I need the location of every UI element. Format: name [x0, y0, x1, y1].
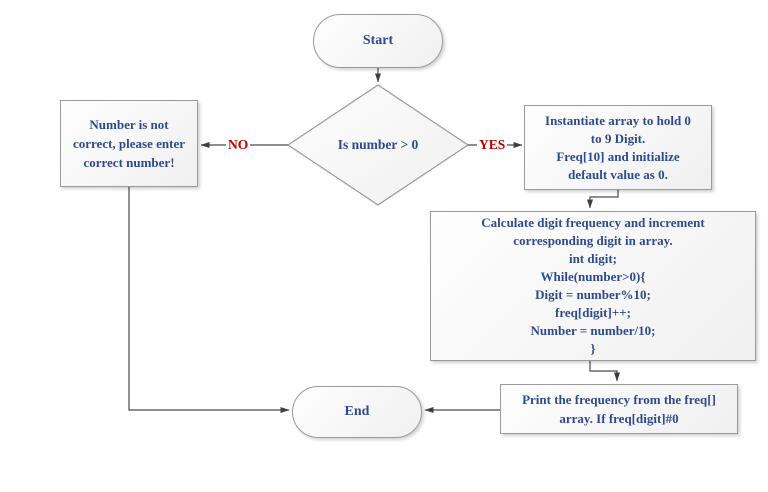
calc-frequency-node-text-line: While(number>0){	[540, 269, 646, 284]
end-node: End	[292, 386, 422, 438]
calc-frequency-node-text-line: corresponding digit in array.	[513, 233, 673, 248]
end-node-label: End	[344, 404, 370, 419]
error-node-text-line: correct, please enter	[72, 136, 185, 151]
init-array-node-text-line: to 9 Digit.	[590, 130, 646, 146]
print-frequency-node: Print the frequency from the freq[] arra…	[500, 384, 738, 434]
calc-frequency-node-text-line: int digit;	[568, 251, 618, 266]
calc-frequency-node-text-line: Digit = number%10;	[535, 287, 651, 302]
start-node: Start	[313, 14, 443, 68]
init-array-node-text-line: default value as 0.	[568, 166, 668, 182]
calc-frequency-node-text-line: }	[590, 341, 596, 356]
calc-frequency-node-text-line: Calculate digit frequency and increment	[481, 215, 705, 230]
connector-calc-to-print	[589, 361, 620, 382]
connector-error-to-end	[128, 187, 290, 413]
error-node-text-line: correct number!	[83, 155, 175, 170]
print-frequency-node-text-line: array. If freq[digit]#0	[559, 411, 679, 426]
yes-branch-label: YES	[477, 137, 508, 152]
print-frequency-node-text-line: Print the frequency from the freq[]	[522, 392, 716, 407]
calc-frequency-node: Calculate digit frequency and increment …	[430, 211, 756, 361]
decision-diamond-shape	[286, 84, 470, 206]
calc-frequency-node-text-line: Number = number/10;	[530, 323, 656, 338]
error-node: Number is not correct, please enter corr…	[60, 100, 198, 187]
no-branch-label: NO	[226, 137, 251, 152]
init-array-node-text-line: Instantiate array to hold 0	[545, 112, 691, 128]
calc-frequency-node-text-line: freq[digit]++;	[555, 305, 631, 320]
init-array-node-text-line: Freq[10] and initialize	[556, 148, 680, 164]
start-node-label: Start	[362, 33, 394, 48]
error-node-text-line: Number is not	[89, 117, 169, 132]
init-array-node: Instantiate array to hold 0 to 9 Digit. …	[524, 105, 712, 190]
connector-init-to-calc	[587, 190, 619, 209]
